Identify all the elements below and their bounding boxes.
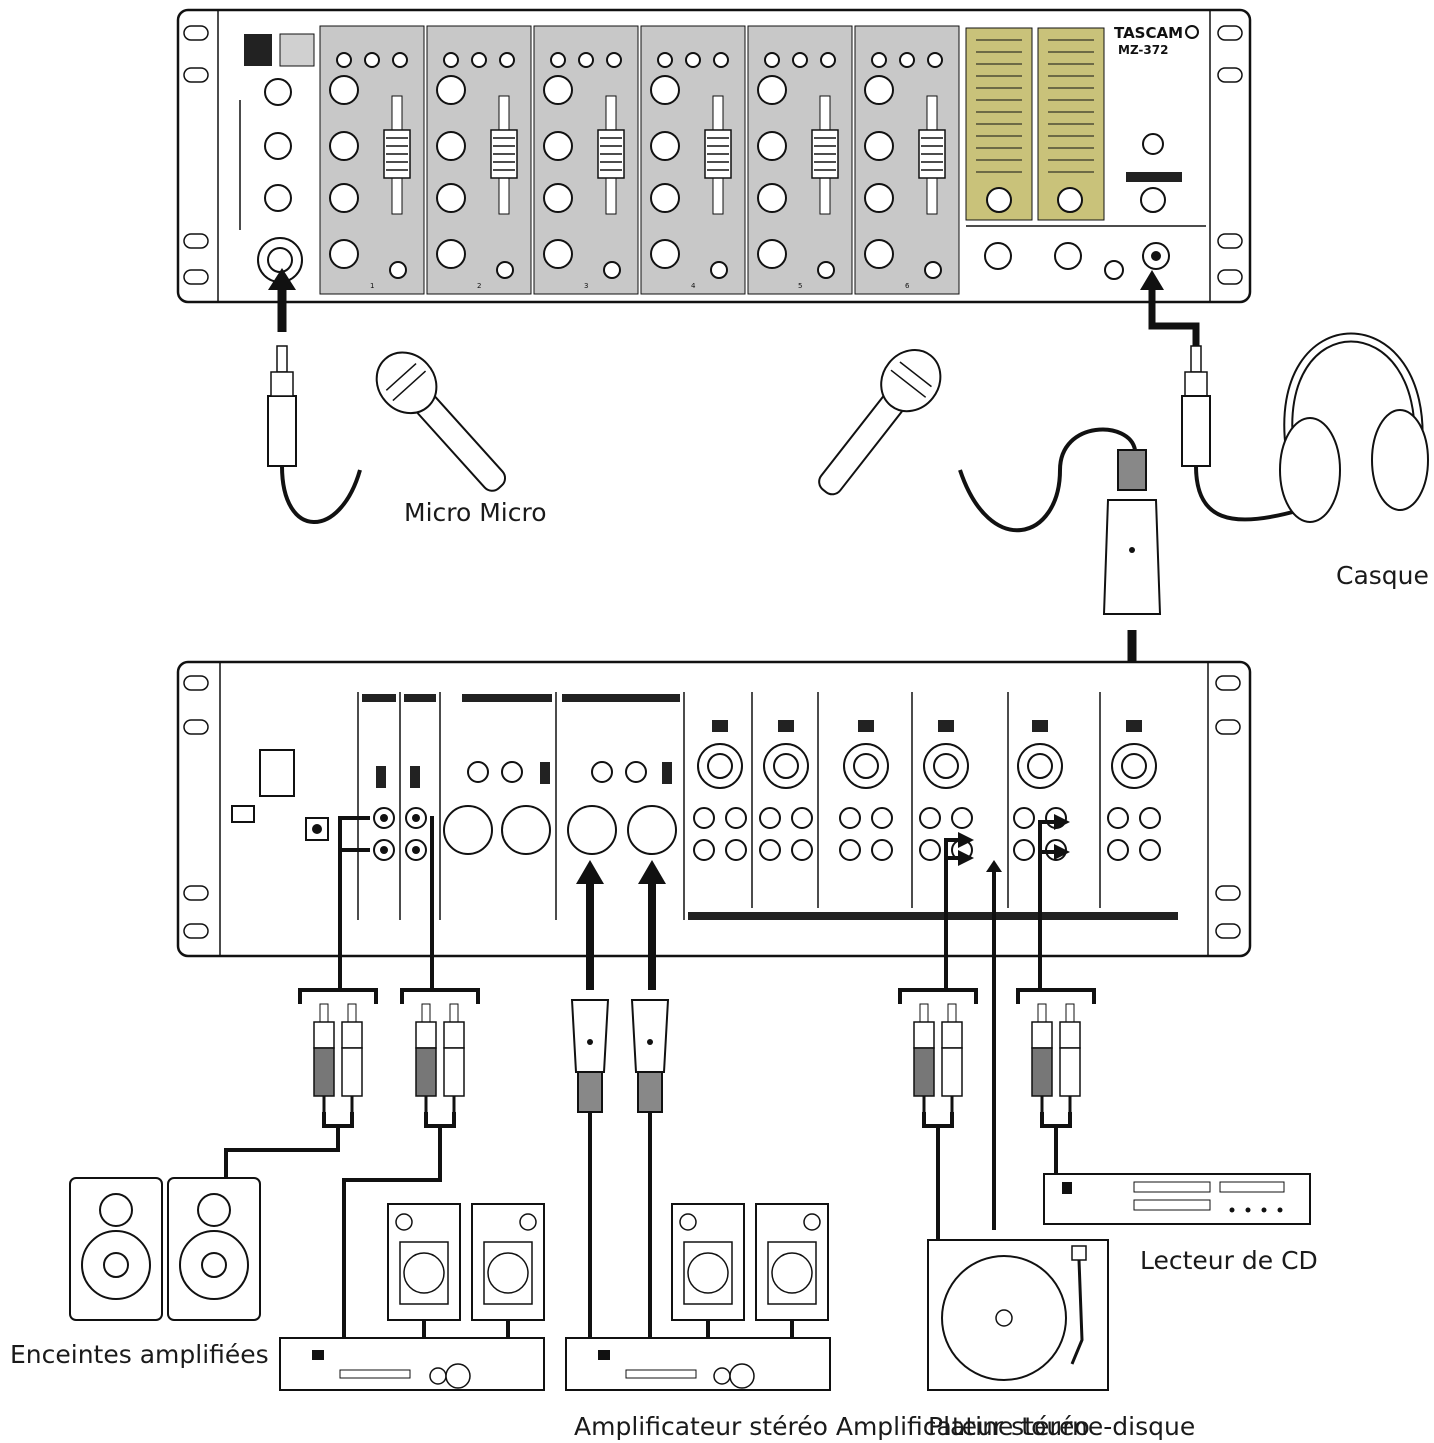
amplifier-left-set [279,1203,545,1391]
mixer-rear-panel [176,660,1252,958]
front-connections [267,268,1429,748]
paging-section [239,33,315,283]
rca-plug-pair [1016,988,1096,1128]
mixer-brand: TASCAM [1114,24,1183,42]
rca-plug-pair [898,988,978,1128]
microphone-right [818,349,942,496]
channel-number: 5 [798,282,802,290]
label-headphones: Casque [1336,561,1429,590]
channel-number: 2 [477,282,481,290]
label-turntable: Platine tourne-disque [928,1412,1196,1441]
channel-number: 4 [691,282,696,290]
channel-strip: 1 [319,25,425,295]
channel-strips: 1 2 3 4 5 6 [319,25,960,295]
rca-plug-pair [298,988,378,1128]
channel-strip: 2 [426,25,532,295]
meter-section [965,27,1105,221]
xlr-plugs [570,999,670,1113]
channel-strip: 4 [640,25,746,295]
rca-plug-pair [400,988,480,1128]
microphone-left [375,351,507,492]
cd-player [1043,1173,1311,1225]
channel-strip: 6 [854,25,960,295]
mixer-front-panel: 1 2 3 4 5 6 TASCAM MZ-372 [176,8,1252,304]
input-channels [693,720,1161,861]
amplifier-right-set [565,1203,831,1391]
label-amplifiers: Amplificateur stéréo Amplificateur stéré… [574,1412,1090,1441]
xlr-connector [1102,449,1162,615]
rear-input-channel [759,720,813,861]
channel-strip: 5 [747,25,853,295]
turntable [927,1239,1109,1391]
channel-number: 1 [370,282,374,290]
rear-input-channel [693,720,747,861]
rear-input-channel [919,720,973,861]
powered-speakers [69,1177,261,1321]
rack-ears [183,25,1243,285]
output-controls [966,133,1206,280]
rear-connections [224,814,1096,1340]
rear-input-channel [839,720,893,861]
headphones-icon [1279,332,1429,523]
label-microphone: Micro Micro [404,498,547,527]
trs-plug-left [267,345,297,467]
channel-number: 6 [905,282,910,290]
label-powered-speakers: Enceintes amplifiées [10,1340,269,1369]
channel-strip: 3 [533,25,639,295]
rear-input-channel [1107,720,1161,861]
label-cd-player: Lecteur de CD [1140,1246,1318,1275]
channel-number: 3 [584,282,588,290]
mixer-model: MZ-372 [1118,43,1168,57]
trs-plug-right [1181,345,1211,467]
